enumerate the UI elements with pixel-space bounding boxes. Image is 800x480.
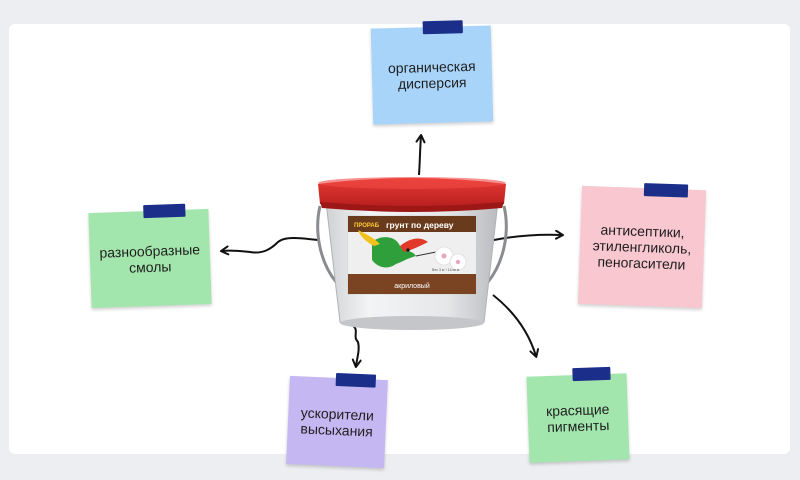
note-bottom-right: красящие пигменты [526,366,630,463]
note-top: органическая дисперсия [370,20,494,125]
note-right: антисептики, этиленгликоль, пеногасители [577,183,707,309]
tape [143,203,186,219]
bucket-type-text: акриловый [394,282,430,290]
tape [643,183,689,198]
tape [572,366,611,382]
arrow-to-right [493,229,564,241]
bucket-small-text: Вес 3 кг / 14 кв.м [432,268,460,272]
note-bottom-left: ускорители высыхания [286,372,388,469]
tape [335,372,377,388]
note-bottom-right-text: красящие пигменты [545,400,610,436]
arrow-to-bottom-right [492,294,540,358]
arrow-to-top [415,134,426,176]
note-right-text: антисептики, этиленгликоль, пеногасители [592,221,692,273]
note-left: разнообразные смолы [88,203,212,309]
tape [422,20,463,35]
primer-bucket: ПРОРАБ грунт по дереву Вес 3 кг / 14 кв.… [316,177,508,330]
arrow-to-left [220,237,319,256]
note-left-text: разнообразные смолы [99,240,201,276]
arrow-to-bottom-left [351,324,362,368]
bucket-title-text: грунт по дереву [386,220,454,230]
note-top-text: органическая дисперсия [387,57,476,92]
bucket-brand-text: ПРОРАБ [354,223,380,229]
note-bottom-left-text: ускорители высыхания [300,404,375,440]
